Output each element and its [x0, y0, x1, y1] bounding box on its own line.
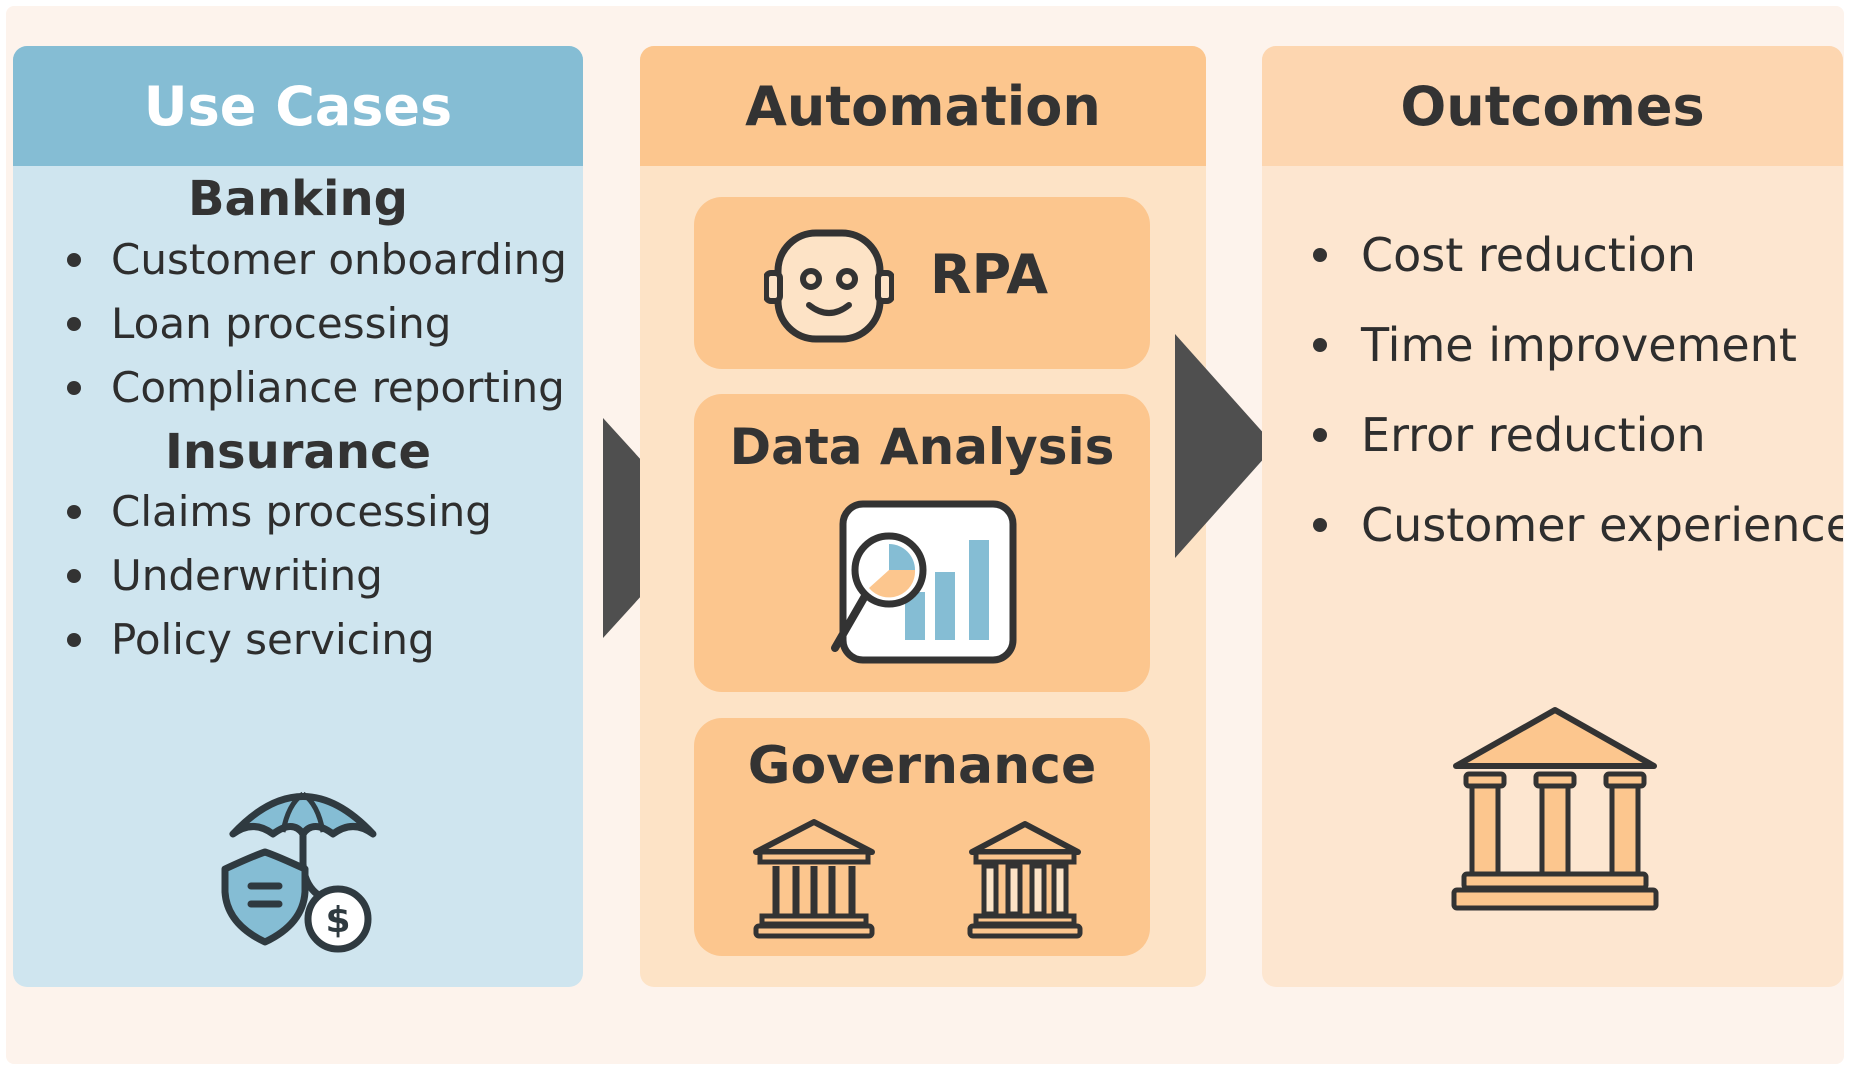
insurance-title: Insurance: [164, 424, 431, 480]
svg-text:$: $: [325, 900, 350, 941]
data-analysis-card: Data Analysis: [694, 394, 1150, 692]
banking-list: Customer onboarding Loan processing Comp…: [63, 228, 567, 420]
bank-building-icon: [1451, 707, 1659, 911]
governance-label: Governance: [747, 736, 1097, 796]
data-analysis-label: Data Analysis: [729, 418, 1115, 476]
list-item: Time improvement: [1309, 300, 1843, 390]
governance-card: Governance: [694, 718, 1150, 956]
outcomes-title: Outcomes: [1262, 46, 1843, 166]
rpa-label: RPA: [930, 243, 1048, 306]
insurance-list: Claims processing Underwriting Policy se…: [63, 480, 492, 672]
bank-building-icon: [753, 819, 875, 939]
use-cases-panel: Use Cases Banking Customer onboarding Lo…: [13, 46, 583, 987]
automation-panel: Automation RPA Data Analysis Governance: [640, 46, 1206, 987]
list-item: Compliance reporting: [63, 356, 567, 420]
list-item: Error reduction: [1309, 390, 1843, 480]
robot-face-icon: [764, 229, 894, 343]
outcomes-list: Cost reduction Time improvement Error re…: [1309, 210, 1843, 570]
umbrella-shield-coin-icon: $: [221, 791, 377, 953]
outcomes-panel: Outcomes Cost reduction Time improvement…: [1262, 46, 1843, 987]
use-cases-title: Use Cases: [13, 46, 583, 166]
list-item: Claims processing: [63, 480, 492, 544]
list-item: Customer onboarding: [63, 228, 567, 292]
rpa-card: RPA: [694, 197, 1150, 369]
banking-title: Banking: [187, 171, 409, 227]
list-item: Cost reduction: [1309, 210, 1843, 300]
bank-building-icon: [967, 821, 1083, 939]
flow-arrow-icon: [1175, 334, 1275, 558]
chart-magnifier-icon: [831, 500, 1017, 664]
list-item: Customer experience: [1309, 480, 1843, 570]
list-item: Underwriting: [63, 544, 492, 608]
automation-title: Automation: [640, 46, 1206, 166]
list-item: Loan processing: [63, 292, 567, 356]
list-item: Policy servicing: [63, 608, 492, 672]
